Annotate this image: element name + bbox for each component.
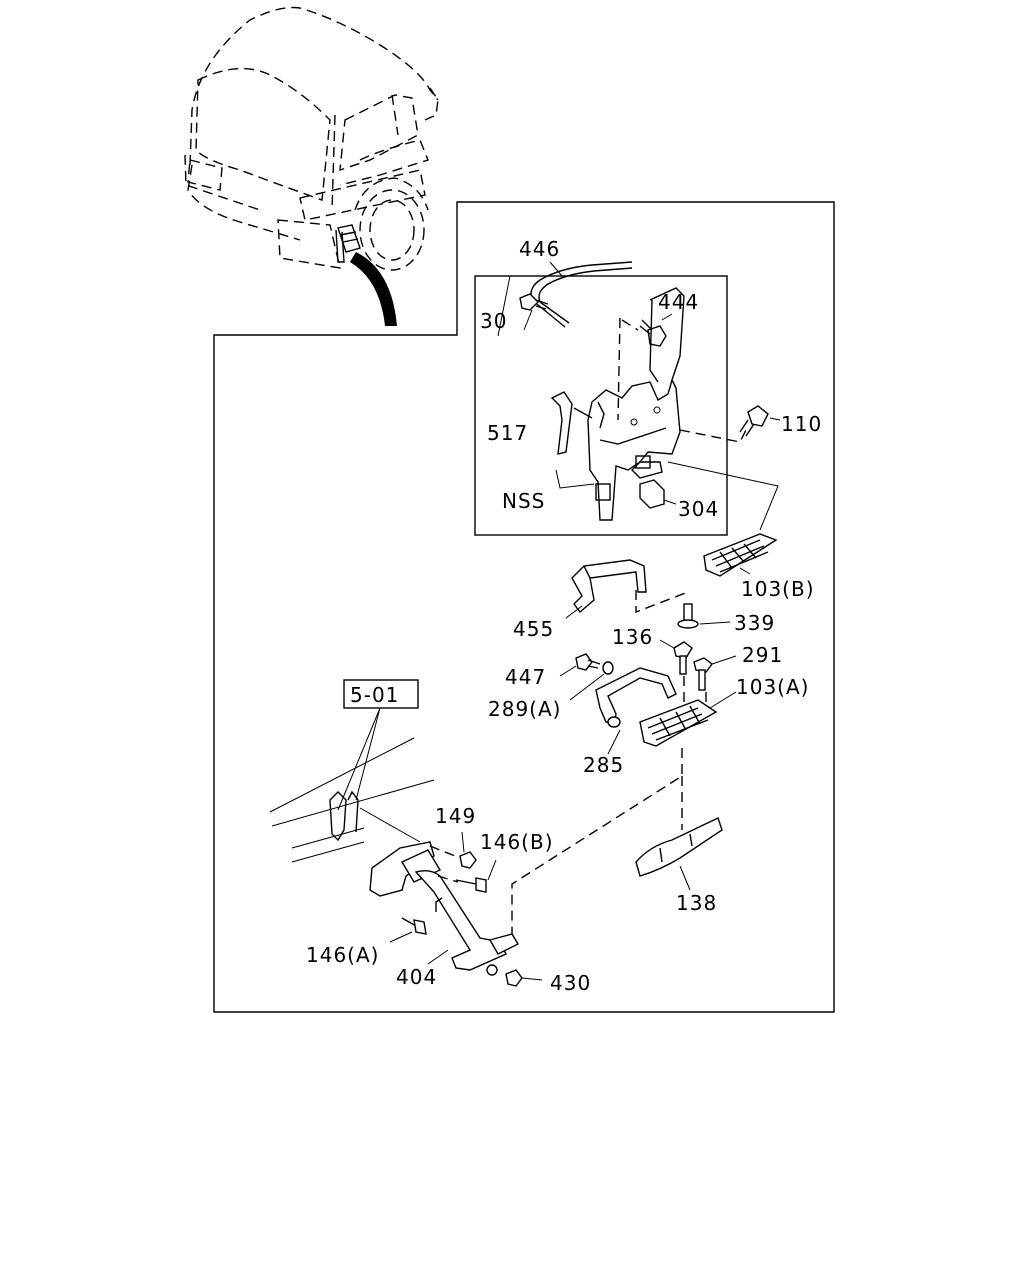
label-517: 517	[487, 421, 528, 445]
part-444-bolt	[639, 313, 673, 347]
label-285: 285	[583, 753, 624, 777]
label-404: 404	[396, 965, 437, 989]
part-146b-bolt	[455, 859, 497, 893]
part-430-nut	[505, 969, 543, 987]
label-138: 138	[676, 891, 717, 915]
label-nss: NSS	[502, 489, 545, 513]
part-291-bolt	[693, 655, 737, 691]
part-285-bracket	[595, 667, 677, 755]
label-455: 455	[513, 617, 554, 641]
label-136: 136	[612, 625, 653, 649]
truck-cab-illustration	[184, 6, 439, 326]
label-447: 447	[505, 665, 546, 689]
part-446-rod	[530, 261, 633, 328]
part-110-bolt	[739, 405, 781, 437]
label-430: 430	[550, 971, 591, 995]
part-517-bolt	[519, 293, 549, 331]
label-103a: 103(A)	[736, 675, 809, 699]
assembly-30-box	[474, 275, 728, 536]
label-146b: 146(B)	[480, 830, 554, 854]
part-447-bolt	[559, 653, 601, 677]
diagram-frame	[213, 201, 835, 1013]
part-289a-washer	[569, 661, 614, 701]
frame-rails	[269, 737, 435, 863]
label-339: 339	[734, 611, 775, 635]
label-146a: 146(A)	[306, 943, 379, 967]
label-304: 304	[678, 497, 719, 521]
label-110: 110	[781, 412, 822, 436]
label-291: 291	[742, 643, 783, 667]
label-149: 149	[435, 804, 476, 828]
part-146a-bolt	[389, 917, 427, 943]
part-103a-step	[639, 691, 737, 747]
label-103b: 103(B)	[741, 577, 815, 601]
part-339-pin	[677, 603, 731, 629]
part-138-cover	[635, 817, 723, 891]
part-136-bolt	[659, 639, 693, 675]
reference-box-label: 5-01	[350, 683, 399, 707]
part-103b-step	[703, 533, 778, 577]
reference-box: 5-01	[337, 679, 419, 811]
part-404-bracket	[369, 841, 519, 976]
bracket-assembly	[550, 287, 685, 521]
label-30: 30	[480, 309, 507, 333]
part-149-nut	[459, 831, 477, 869]
label-446: 446	[519, 237, 560, 261]
part-304-clip	[639, 479, 677, 509]
label-444: 444	[658, 290, 699, 314]
label-289a: 289(A)	[488, 697, 561, 721]
part-455-bracket	[565, 559, 647, 619]
